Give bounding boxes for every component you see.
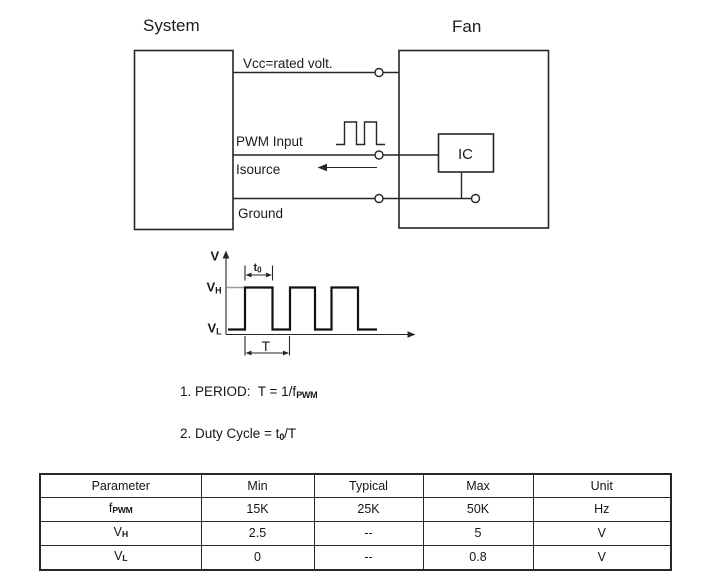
pulse-train bbox=[228, 286, 377, 331]
vcc-label: Vcc=rated volt. bbox=[243, 56, 333, 71]
col-header-parameter: Parameter bbox=[39, 473, 202, 498]
vh-label: VH bbox=[207, 280, 222, 296]
cell-min: 15K bbox=[200, 497, 315, 522]
table-row-vh: VH 2.5 -- 5 V bbox=[39, 521, 672, 546]
isource-label: Isource bbox=[236, 162, 280, 177]
cell-unit: Hz bbox=[532, 497, 672, 522]
cell-parameter: VL bbox=[39, 545, 202, 571]
ground-terminal-icon bbox=[374, 193, 384, 204]
pwm-pulse-icon bbox=[336, 121, 385, 146]
cell-typical: -- bbox=[313, 521, 424, 546]
t0-label: t0 bbox=[254, 262, 263, 275]
fan-title: Fan bbox=[452, 17, 481, 36]
voltage-axis-arrow-icon bbox=[222, 250, 230, 259]
period-label: T bbox=[262, 338, 271, 354]
cell-max: 50K bbox=[422, 497, 534, 522]
col-header-typical: Typical bbox=[313, 473, 424, 498]
col-header-unit: Unit bbox=[532, 473, 672, 498]
ic-box bbox=[437, 133, 495, 173]
system-box bbox=[133, 49, 234, 231]
cell-typical: 25K bbox=[313, 497, 424, 522]
cell-typical: -- bbox=[313, 545, 424, 571]
table-row-fpwm: fPWM 15K 25K 50K Hz bbox=[39, 497, 672, 522]
cell-max: 0.8 bbox=[422, 545, 534, 571]
isource-arrowhead-icon bbox=[317, 163, 327, 172]
table-header-row: Parameter Min Typical Max Unit bbox=[39, 473, 672, 498]
vl-label: VL bbox=[208, 321, 223, 337]
ic-ground-terminal-icon bbox=[470, 193, 481, 204]
vcc-terminal-icon bbox=[374, 67, 384, 78]
fan-box bbox=[398, 49, 550, 229]
col-header-min: Min bbox=[200, 473, 315, 498]
cell-max: 5 bbox=[422, 521, 534, 546]
cell-min: 2.5 bbox=[200, 521, 315, 546]
v-axis-label: V bbox=[211, 249, 220, 264]
cell-parameter: VH bbox=[39, 521, 202, 546]
time-axis-arrow-icon bbox=[407, 331, 416, 338]
cell-parameter: fPWM bbox=[39, 497, 202, 522]
period-dimension bbox=[244, 336, 291, 356]
pwm-terminal-icon bbox=[374, 150, 384, 160]
note-duty-cycle: 2. Duty Cycle = t0/T bbox=[180, 426, 297, 442]
col-header-max: Max bbox=[422, 473, 534, 498]
cell-min: 0 bbox=[200, 545, 315, 571]
pwm-waveform-figure: t0 T V VH VL bbox=[207, 249, 416, 356]
system-title: System bbox=[143, 16, 200, 35]
isource-arrow bbox=[317, 163, 377, 172]
connection-diagram: System Fan Vcc=rated volt. PWM Input Iso… bbox=[133, 16, 550, 231]
t0-dimension bbox=[244, 265, 274, 281]
cell-unit: V bbox=[532, 521, 672, 546]
note-period: 1. PERIOD: T = 1/fPWM bbox=[180, 384, 318, 400]
ground-label: Ground bbox=[238, 206, 283, 221]
table-row-vl: VL 0 -- 0.8 V bbox=[39, 545, 672, 571]
cell-unit: V bbox=[532, 545, 672, 571]
pwm-input-label: PWM Input bbox=[236, 134, 303, 149]
ic-label: IC bbox=[458, 146, 473, 163]
params-table: Parameter Min Typical Max Unit fPWM 15K … bbox=[39, 473, 672, 571]
